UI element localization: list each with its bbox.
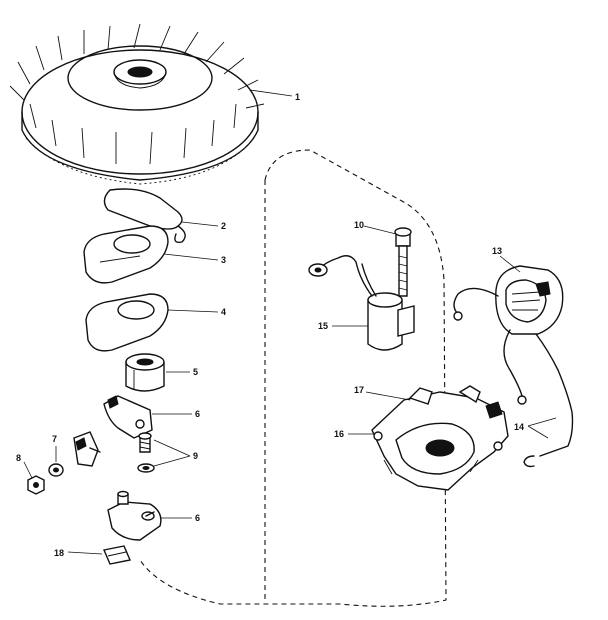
- callout-5: 5: [193, 367, 198, 377]
- callout-1: 1: [295, 92, 300, 102]
- callout-8: 8: [16, 453, 21, 463]
- callout-4: 4: [221, 307, 226, 317]
- condenser: [308, 255, 415, 351]
- callout-6b: 6: [195, 513, 200, 523]
- flywheel: [9, 23, 265, 185]
- ignition-coil: [453, 265, 574, 468]
- breaker-arm: [103, 395, 153, 439]
- breaker-base: [107, 490, 162, 541]
- washer: [48, 463, 64, 477]
- callout-10: 10: [354, 220, 364, 230]
- assembly-outline: [139, 149, 447, 607]
- callout-16: 16: [334, 429, 344, 439]
- terminal-block: [73, 431, 101, 467]
- cover-plate: [83, 225, 169, 284]
- nut: [27, 475, 45, 495]
- leader-lines: [23, 89, 557, 555]
- mounting-screw: [394, 227, 412, 297]
- wire-clip: [103, 545, 131, 565]
- callout-15: 15: [318, 321, 328, 331]
- callouts: 1 2 3 4 5 6 7 8 9 6 18 10 13 15 17 16 14: [16, 92, 524, 558]
- cam-bushing: [125, 353, 165, 392]
- callout-2: 2: [221, 221, 226, 231]
- callout-14: 14: [514, 422, 524, 432]
- spring-clip: [103, 188, 186, 244]
- stator-bracket: [371, 385, 509, 491]
- callout-17: 17: [354, 385, 364, 395]
- callout-9: 9: [193, 451, 198, 461]
- gasket: [85, 293, 169, 352]
- callout-7: 7: [52, 434, 57, 444]
- callout-13: 13: [492, 246, 502, 256]
- callout-3: 3: [221, 255, 226, 265]
- screw-and-lockwasher: [137, 432, 155, 473]
- callout-6a: 6: [195, 409, 200, 419]
- callout-18: 18: [54, 548, 64, 558]
